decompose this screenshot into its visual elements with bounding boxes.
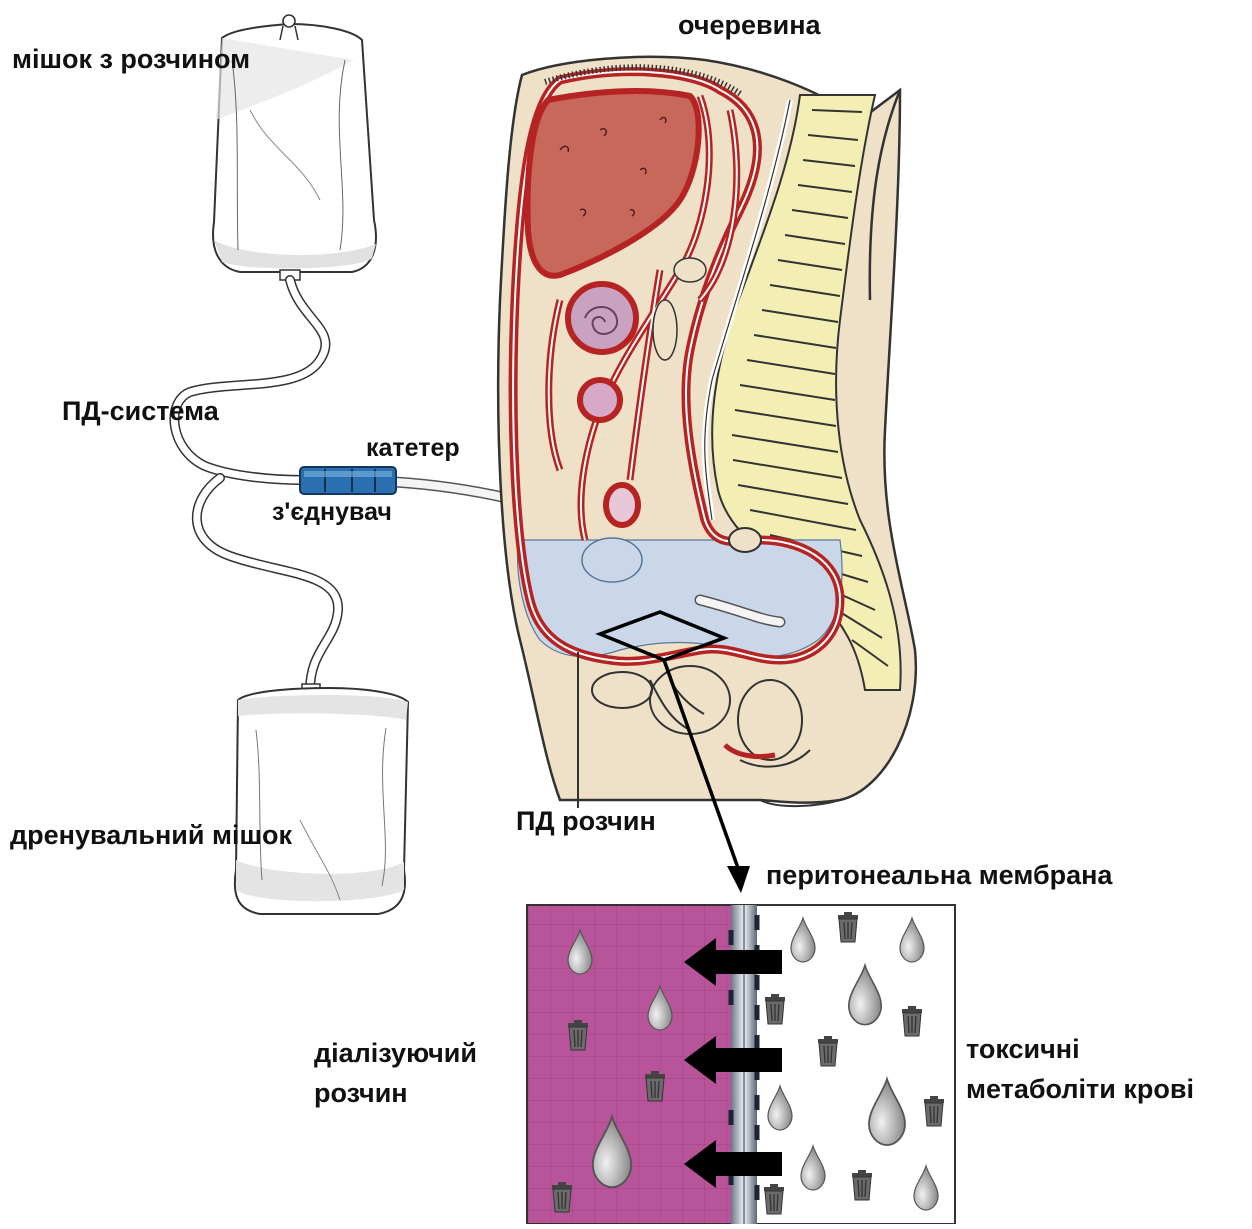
label-peritoneum: очеревина [678, 12, 821, 39]
label-toxins-line1: токсичні [966, 1036, 1080, 1063]
label-drain-bag: дренувальний мішок [10, 822, 292, 849]
abdomen-cross-section [498, 57, 916, 808]
drain-bag [235, 684, 408, 914]
membrane-inset [527, 905, 955, 1224]
label-solution-bag: мішок з розчином [12, 46, 250, 73]
label-pd-system: ПД-система [62, 398, 219, 425]
label-connector: з'єднувач [272, 500, 392, 525]
pd-fluid [517, 540, 842, 657]
label-membrane: перитонеальна мембрана [766, 862, 1112, 889]
label-toxins-line2: метаболіти крові [966, 1076, 1194, 1103]
label-dialysate-line1: діалізуючий [314, 1040, 477, 1067]
connector [300, 467, 396, 494]
label-pd-solution: ПД розчин [516, 808, 656, 835]
label-catheter: катетер [366, 436, 460, 461]
label-dialysate-line2: розчин [314, 1080, 408, 1107]
